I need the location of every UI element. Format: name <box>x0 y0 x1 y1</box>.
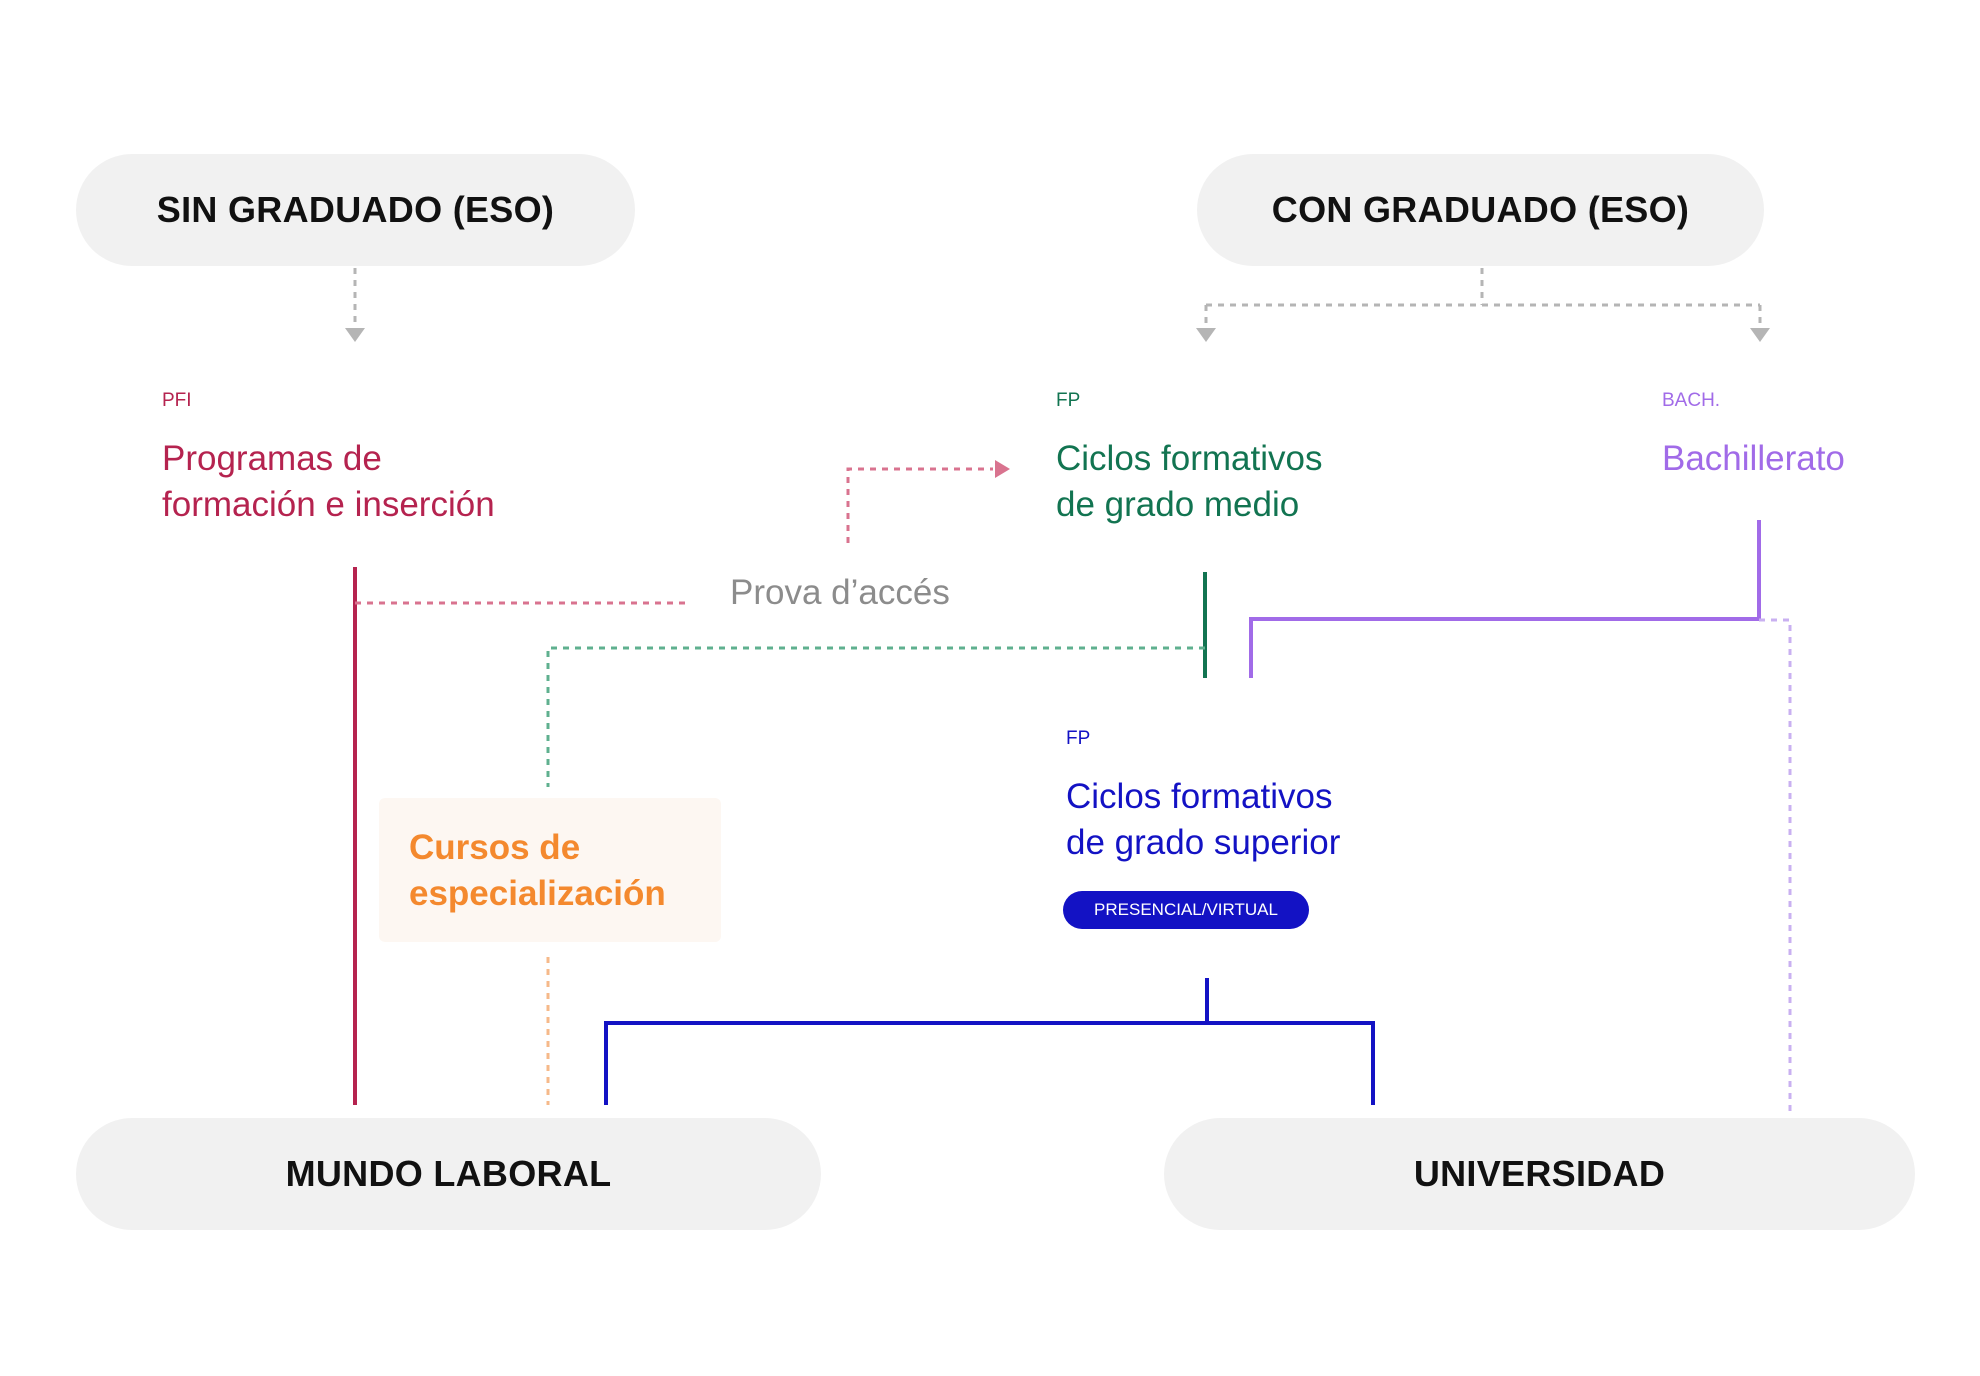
fp-medio-to-especializacion-dotted-line <box>546 646 1205 787</box>
pfi-title-line1: Programas de <box>162 439 382 478</box>
fp-medio-title-line1: Ciclos formativos <box>1056 439 1323 478</box>
con-graduado-branch-line <box>1204 268 1762 325</box>
especializacion-title: Cursos de especialización <box>409 825 666 917</box>
universidad-pill: UNIVERSIDAD <box>1164 1118 1915 1230</box>
especializacion-title-line2: especialización <box>409 874 666 913</box>
bach-tag: BACH. <box>1662 390 1721 411</box>
prova-to-fp-medio-dotted-line <box>846 467 993 543</box>
pfi-title-line2: formación e inserción <box>162 485 495 524</box>
fp-medio-title: Ciclos formativos de grado medio <box>1056 436 1322 528</box>
universidad-label: UNIVERSIDAD <box>1413 1153 1666 1194</box>
fp-superior-tag: FP <box>1066 728 1091 749</box>
fp-medio-tag: FP <box>1056 390 1081 411</box>
sin-graduado-label: SIN GRADUADO (ESO) <box>156 189 555 230</box>
bach-title: Bachillerato <box>1662 439 1845 478</box>
especializacion-title-line1: Cursos de <box>409 828 581 867</box>
mundo-laboral-label: MUNDO LABORAL <box>285 1153 612 1194</box>
especializacion-box <box>379 798 721 942</box>
pfi-title: Programas de formación e inserción <box>162 436 495 528</box>
bach-to-fp-superior-line <box>1249 520 1761 678</box>
sin-graduado-arrowhead <box>345 328 365 342</box>
prova-arrowhead <box>995 460 1010 478</box>
bach-arrowhead <box>1750 328 1770 342</box>
fp-superior-title-line1: Ciclos formativos <box>1066 777 1333 816</box>
modality-badge: PRESENCIAL/VIRTUAL <box>1063 891 1309 929</box>
con-graduado-pill: CON GRADUADO (ESO) <box>1197 154 1764 266</box>
pfi-tag: PFI <box>162 390 192 411</box>
prova-acces-label: Prova d’accés <box>730 573 950 612</box>
con-graduado-label: CON GRADUADO (ESO) <box>1271 189 1690 230</box>
mundo-laboral-pill: MUNDO LABORAL <box>76 1118 821 1230</box>
fp-medio-arrowhead <box>1196 328 1216 342</box>
fp-superior-title: Ciclos formativos de grado superior <box>1066 774 1340 866</box>
sin-graduado-pill: SIN GRADUADO (ESO) <box>76 154 635 266</box>
fp-medio-title-line2: de grado medio <box>1056 485 1300 524</box>
fp-superior-branch-line <box>604 978 1375 1105</box>
bach-to-universidad-dotted-line <box>1759 618 1792 1115</box>
fp-superior-title-line2: de grado superior <box>1066 823 1341 862</box>
